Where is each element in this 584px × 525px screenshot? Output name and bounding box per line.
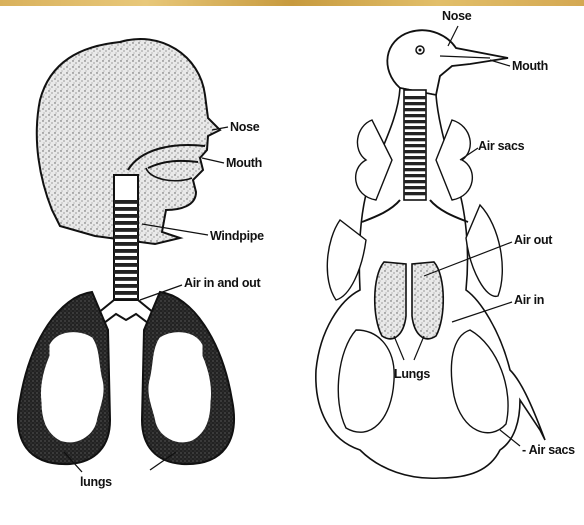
windpipe-ring (404, 162, 426, 165)
human-label-air-in-out: Air in and out (184, 276, 261, 290)
windpipe-ring (404, 120, 426, 123)
bird-label-air-in: Air in (514, 293, 544, 307)
windpipe-ring (114, 263, 138, 267)
human-label-mouth: Mouth (226, 156, 262, 170)
bird-label-mouth: Mouth (512, 59, 548, 73)
bird-mouth-leader (490, 60, 510, 66)
human-label-lungs: lungs (80, 475, 112, 489)
windpipe-ring (404, 126, 426, 129)
windpipe-ring (114, 200, 138, 204)
windpipe-ring (404, 144, 426, 147)
bird-label-air-sacs-upper: Air sacs (478, 139, 525, 153)
windpipe-ring (114, 249, 138, 253)
windpipe-ring (114, 214, 138, 218)
windpipe-ring (114, 291, 138, 295)
windpipe-ring (114, 277, 138, 281)
windpipe-ring (114, 270, 138, 274)
windpipe-ring (114, 242, 138, 246)
windpipe-ring (114, 235, 138, 239)
bird-figure: Nose Mouth Air sacs Air out Air in Lungs… (316, 9, 575, 478)
human-label-nose: Nose (230, 120, 260, 134)
human-figure: Nose Mouth Windpipe Air in and out lungs (18, 39, 264, 489)
windpipe-ring (404, 168, 426, 171)
human-windpipe (114, 175, 138, 303)
windpipe-ring (404, 132, 426, 135)
windpipe-ring (404, 108, 426, 111)
human-mouth-leader (202, 158, 224, 163)
bird-windpipe (404, 90, 426, 200)
windpipe-ring (404, 192, 426, 195)
windpipe-ring (404, 156, 426, 159)
windpipe-ring (404, 96, 426, 99)
windpipe-ring (404, 150, 426, 153)
bird-label-nose: Nose (442, 9, 472, 23)
windpipe-ring (114, 284, 138, 288)
bird-label-lungs: Lungs (394, 367, 430, 381)
windpipe-ring (404, 180, 426, 183)
windpipe-ring (114, 228, 138, 232)
windpipe-ring (404, 186, 426, 189)
human-lung-left-inner (41, 333, 103, 442)
bird-airsac-mid-right (466, 205, 502, 296)
windpipe-ring (114, 221, 138, 225)
bird-lung-left (375, 262, 406, 339)
human-label-windpipe: Windpipe (210, 229, 264, 243)
bird-lung-right (412, 262, 443, 339)
windpipe-ring (114, 207, 138, 211)
human-lung-right-inner (149, 333, 211, 442)
windpipe-ring (404, 138, 426, 141)
bird-head (387, 30, 508, 95)
windpipe-ring (114, 256, 138, 260)
bird-label-air-sacs-lower: - Air sacs (522, 443, 575, 457)
windpipe-ring (404, 114, 426, 117)
windpipe-ring (404, 102, 426, 105)
windpipe-ring (404, 174, 426, 177)
bird-label-air-out: Air out (514, 233, 553, 247)
